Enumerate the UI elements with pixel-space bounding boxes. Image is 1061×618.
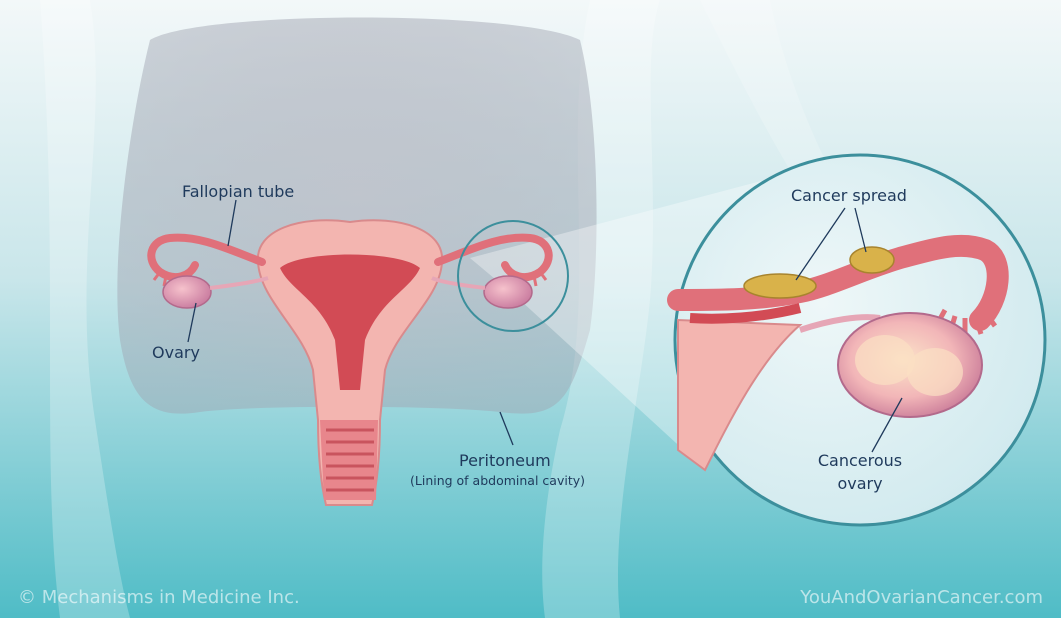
cancer-spread-label: Cancer spread (791, 186, 907, 205)
cancerous-ovary-label-line1: Cancerous (810, 451, 910, 470)
website-credit: YouAndOvarianCancer.com (800, 587, 1043, 608)
copyright-notice: © Mechanisms in Medicine Inc. (18, 587, 300, 608)
cancerous-ovary-label-line2: ovary (810, 474, 910, 493)
ovary-label: Ovary (152, 343, 200, 362)
peritoneum-note: (Lining of abdominal cavity) (410, 473, 585, 488)
fallopian-tube-label: Fallopian tube (182, 182, 294, 201)
peritoneum-label: Peritoneum (459, 451, 551, 470)
